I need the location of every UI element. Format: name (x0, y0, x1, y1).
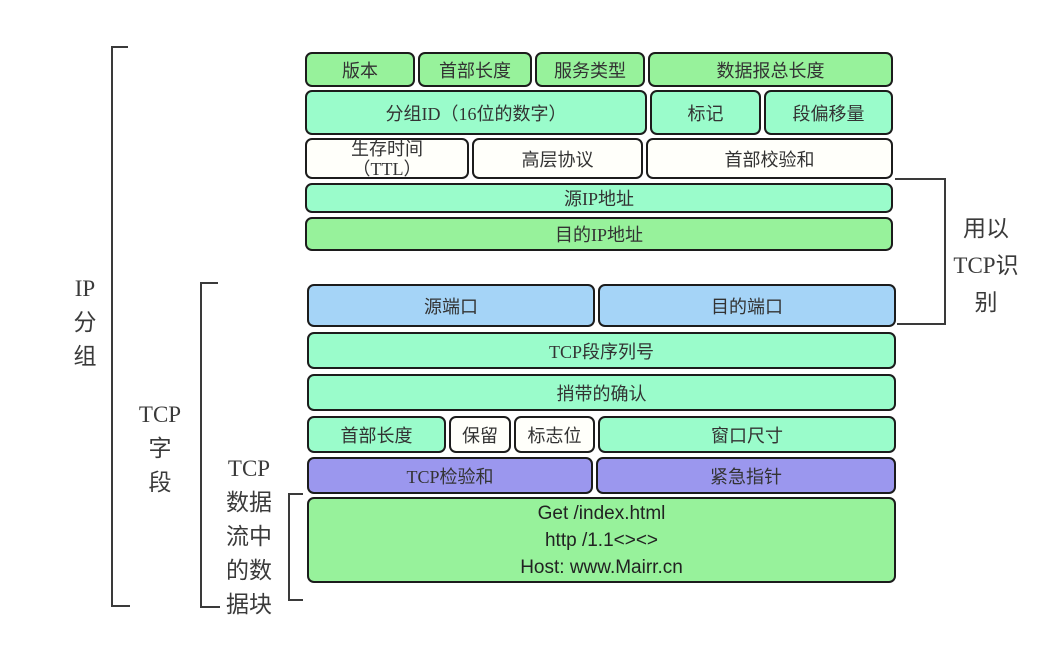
source-ip-cell: 源IP地址 (305, 183, 893, 213)
tcp-header-length-cell: 首部长度 (307, 416, 446, 453)
service-type-cell: 服务类型 (535, 52, 645, 87)
tcp-checksum-cell: TCP检验和 (307, 457, 593, 494)
flags-cell: 标志位 (514, 416, 595, 453)
fragment-offset-cell: 段偏移量 (764, 90, 893, 135)
reserved-cell: 保留 (449, 416, 511, 453)
flag-cell: 标记 (650, 90, 761, 135)
ip-packet-bracket (111, 46, 130, 607)
window-size-cell: 窗口尺寸 (598, 416, 896, 453)
tcp-identify-label-line: 用以 (963, 216, 1009, 241)
tcp-row-1: 源端口 目的端口 (307, 284, 896, 327)
source-port-cell: 源端口 (307, 284, 595, 327)
version-cell: 版本 (305, 52, 415, 87)
tcp-datablock-bracket (288, 493, 303, 601)
dest-port-cell: 目的端口 (598, 284, 896, 327)
tcp-datablock-label-line: TCP (227, 456, 271, 481)
tcp-datablock-label: TCP 数据 流中 的数 据块 (212, 452, 286, 622)
ip-packet-label-line: IP (74, 276, 96, 301)
datagram-total-length-cell: 数据报总长度 (648, 52, 893, 87)
tcp-datablock-label-line: 流中 (226, 524, 272, 549)
tcp-identify-bracket (895, 178, 946, 325)
tcp-data-row: Get /index.html http /1.1<><> Host: www.… (307, 497, 896, 583)
tcp-identify-label: 用以 TCP识 别 (946, 210, 1026, 321)
piggyback-ack-cell: 捎带的确认 (307, 374, 896, 411)
http-version-line: http /1.1<><> (544, 529, 659, 551)
tcp-identify-label-line: TCP识 (953, 253, 1019, 278)
tcp-identify-label-line: 别 (974, 290, 998, 315)
tcp-row-2: TCP段序列号 (307, 332, 896, 369)
ip-header-row-5: 目的IP地址 (305, 217, 893, 251)
dest-ip-cell: 目的IP地址 (305, 217, 893, 251)
http-host-line: Host: www.Mairr.cn (520, 556, 683, 578)
packet-id-cell: 分组ID（16位的数字） (305, 90, 647, 135)
upper-protocol-cell: 高层协议 (472, 138, 643, 179)
tcp-datablock-label-line: 数据 (226, 490, 272, 515)
urgent-pointer-cell: 紧急指针 (596, 457, 896, 494)
tcp-sequence-cell: TCP段序列号 (307, 332, 896, 369)
tcp-row-5: TCP检验和 紧急指针 (307, 457, 896, 494)
http-request-line: Get /index.html (537, 502, 666, 524)
ip-header-row-1: 版本 首部长度 服务类型 数据报总长度 (305, 52, 893, 87)
tcp-fields-label-line: TCP (138, 402, 182, 427)
ttl-cell: 生存时间 （TTL） (305, 138, 469, 179)
tcp-fields-label: TCP 字 段 (132, 398, 188, 500)
http-data-block: Get /index.html http /1.1<><> Host: www.… (307, 497, 896, 583)
ip-header-row-4: 源IP地址 (305, 183, 893, 213)
tcp-row-4: 首部长度 保留 标志位 窗口尺寸 (307, 416, 896, 453)
tcp-datablock-label-line: 据块 (226, 592, 272, 617)
ip-packet-label: IP 分 组 (60, 272, 110, 374)
header-length-cell: 首部长度 (418, 52, 532, 87)
ip-packet-label-line: 组 (73, 344, 97, 369)
ip-header-row-2: 分组ID（16位的数字） 标记 段偏移量 (305, 90, 893, 135)
ip-packet-label-line: 分 (73, 310, 97, 335)
tcp-fields-label-line: 字 (148, 436, 172, 461)
tcp-row-3: 捎带的确认 (307, 374, 896, 411)
ip-header-row-3: 生存时间 （TTL） 高层协议 首部校验和 (305, 138, 893, 179)
tcp-datablock-label-line: 的数 (226, 558, 272, 583)
header-checksum-cell: 首部校验和 (646, 138, 893, 179)
tcp-fields-label-line: 段 (148, 470, 172, 495)
